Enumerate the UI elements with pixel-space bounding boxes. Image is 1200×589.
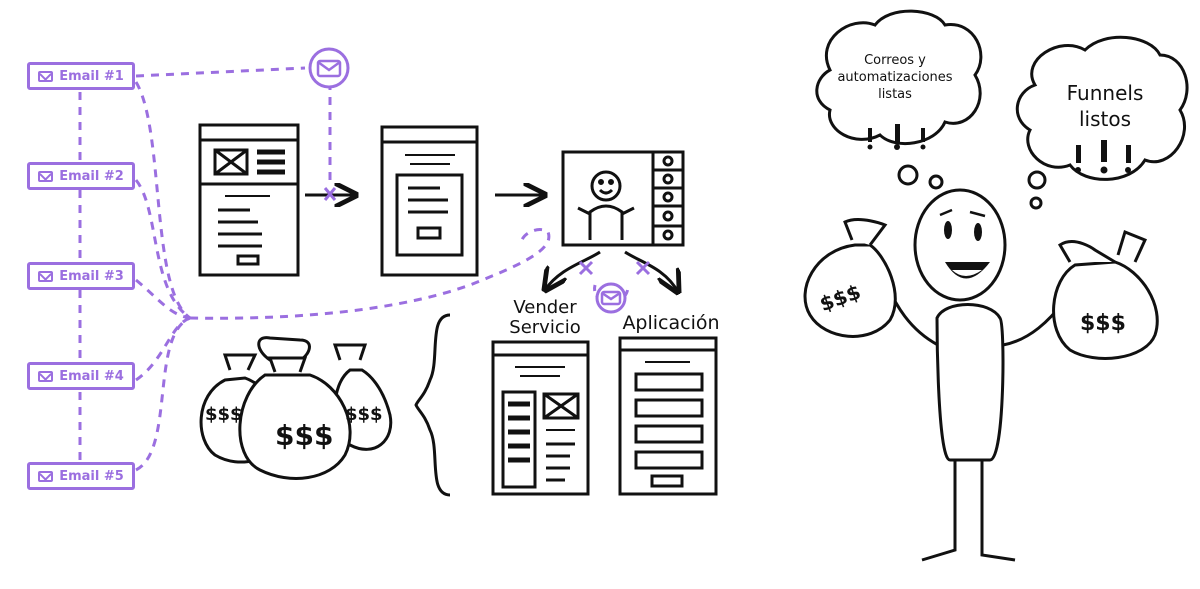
- landing-page-sketch: [198, 123, 300, 277]
- video-page-sketch: [561, 150, 685, 247]
- email-1-label: Email #1: [59, 68, 124, 84]
- branch-label-application: Aplicación: [622, 312, 720, 334]
- email-3-label: Email #3: [59, 268, 124, 284]
- branch-label-sell-service: Vender Servicio: [509, 297, 581, 338]
- email-2-button[interactable]: Email #2: [27, 162, 135, 190]
- optin-page-sketch: [380, 125, 479, 277]
- email-5-label: Email #5: [59, 468, 124, 484]
- email-sequence-connectors: [78, 66, 551, 472]
- exclaim-large: [1075, 140, 1131, 174]
- thought-cloud-small: [815, 9, 983, 190]
- email-5-button[interactable]: Email #5: [27, 462, 135, 490]
- thought-text-funnels: Funnels listos: [1066, 81, 1144, 131]
- money-symbol-left: $$$: [205, 404, 243, 425]
- envelope-icon: [38, 70, 54, 82]
- exclaim-small: [867, 124, 926, 150]
- money-symbol-right: $$$: [345, 404, 383, 425]
- email-4-label: Email #4: [59, 368, 124, 384]
- envelope-icon: [38, 270, 54, 282]
- email-3-button[interactable]: Email #3: [27, 262, 135, 290]
- purple-x-1: [323, 187, 337, 201]
- money-bag-left-hand: [803, 218, 897, 338]
- envelope-badge-top: [308, 47, 350, 89]
- envelope-icon: [38, 170, 54, 182]
- envelope-icon: [38, 370, 54, 382]
- money-bags-group: [199, 336, 393, 480]
- thought-text-emails: Correos y automatizaciones listas: [837, 53, 953, 102]
- curly-brace: [414, 313, 451, 497]
- sales-page-sketch: [491, 340, 590, 496]
- email-4-button[interactable]: Email #4: [27, 362, 135, 390]
- money-bag-right-hand: [1052, 230, 1159, 360]
- email-1-button[interactable]: Email #1: [27, 62, 135, 90]
- thought-cloud-large: [1015, 35, 1189, 210]
- envelope-badge-split: [593, 282, 630, 314]
- email-2-label: Email #2: [59, 168, 124, 184]
- money-symbol-center: $$$: [275, 419, 333, 452]
- application-page-sketch: [618, 336, 718, 496]
- happy-figure: [883, 188, 1067, 562]
- figure-face: [939, 208, 990, 279]
- money-symbol-righthand: $$$: [1080, 311, 1126, 336]
- split-arrows: [545, 250, 678, 292]
- envelope-icon: [38, 470, 54, 482]
